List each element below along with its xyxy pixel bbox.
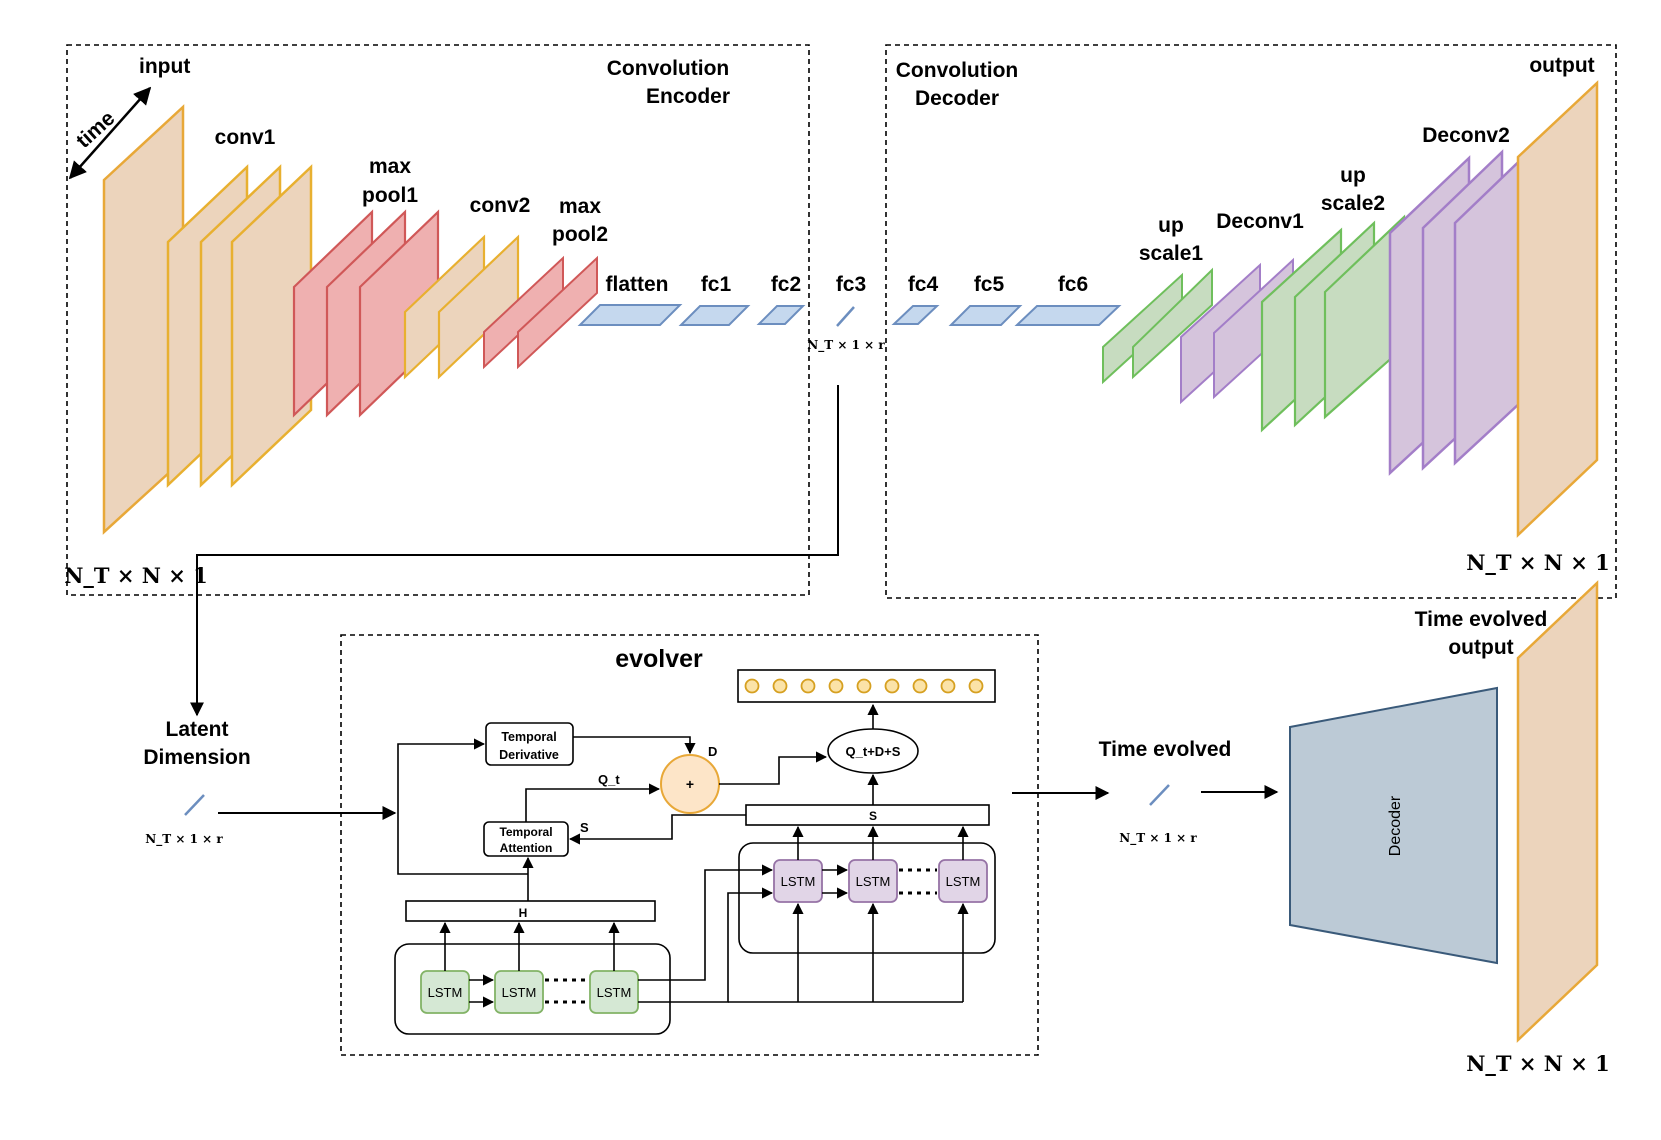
maxpool2-label-line2: pool2 [552,223,608,246]
encoder-title-line2: Encoder [646,85,730,108]
flatten-layer [577,304,683,326]
decoder-box [885,44,1617,599]
fc1-label: fc1 [701,273,732,296]
lstm-green-3-label: LSTM [597,985,632,1000]
conv2-label: conv2 [470,194,531,217]
output-dot [800,678,816,694]
output-dot [912,678,928,694]
s-bar-label: S [869,809,877,823]
fc6-layer [1014,305,1122,326]
fc6-label: fc6 [1058,273,1088,296]
lstm-purple-3-label: LSTM [946,874,981,889]
lstm-green-2-label: LSTM [502,985,537,1000]
temporal-derivative-line1: Temporal [501,730,556,744]
time-label: time [72,107,119,153]
input-label: input [139,55,190,78]
time-evolved-output-layer [1516,580,1599,1043]
fc1-layer [678,305,751,326]
temporal-derivative-line2: Derivative [499,748,559,762]
output-dot [856,678,872,694]
fc2-layer [756,305,806,325]
lstm-decoder-group [738,842,996,954]
h-bar [405,900,656,922]
fc5-label: fc5 [974,273,1005,296]
time-arrow [68,86,152,180]
maxpool1-label-line1: max [369,155,411,178]
encoder-box [66,44,810,596]
output-dimension: N_T × N × 1 [1466,550,1610,575]
decoder-title-line1: Convolution [896,59,1018,82]
temporal-attention-line1: Temporal [499,825,552,839]
flatten-label: flatten [606,273,669,296]
s-bar [745,804,990,826]
output-dot [828,678,844,694]
time-evolved-output-line2: output [1448,636,1513,659]
sum-to-qds [719,751,828,785]
conv1-slab-3 [230,164,313,488]
upscale1-label-line1: up [1158,214,1184,237]
sum-symbol: + [686,776,694,792]
time-evolved-output-line1: Time evolved [1415,608,1548,631]
fc2-label: fc2 [771,273,801,296]
fc4-layer [891,305,940,325]
upscale1-label-line2: scale1 [1139,242,1204,265]
qds-node-label: Q_t+D+S [846,744,901,759]
upscale2-label-line2: scale2 [1321,192,1385,215]
output-dot [968,678,984,694]
fc3-layer [836,306,855,327]
output-dot [744,678,760,694]
fc3-dimension: N_T × 1 × r [807,338,885,353]
fc3-label: fc3 [836,273,866,296]
upscale1-slab-2 [1132,267,1213,380]
output-dot [884,678,900,694]
time-evolved-output-dimension: N_T × N × 1 [1466,1051,1610,1076]
deconv1-label: Deconv1 [1216,210,1304,233]
upscale2-label-line1: up [1340,164,1366,187]
output-layer [1516,80,1599,538]
fc5-layer [948,305,1023,326]
latent-connector [190,385,839,717]
maxpool2-label-line1: max [559,195,601,218]
time-evolved-dimension: N_T × 1 × r [1119,831,1197,846]
output-dot [940,678,956,694]
d-label: D [708,744,717,759]
deconv2-label: Deconv2 [1422,124,1510,147]
time-evolved-vector-icon [1149,784,1170,806]
qt-label: Q_t [598,772,620,787]
conv1-label: conv1 [215,126,276,149]
latent-vector-icon [184,794,205,816]
maxpool2-slab-2 [517,255,598,370]
temporal-derivative-box [485,722,574,766]
encoder-title-line1: Convolution [607,57,729,80]
s-to-attention [568,814,746,845]
lstm-purple-1-label: LSTM [781,874,816,889]
derivative-to-sum [573,736,696,755]
input-loop-to-attention [397,813,528,875]
maxpool1-label-line2: pool1 [362,184,418,207]
green-to-purple-top [638,864,774,981]
input-dimension: N_T × N × 1 [64,563,208,588]
lstm-purple-2-label: LSTM [856,874,891,889]
decoder-title-line2: Decoder [915,87,999,110]
attention-to-sum [525,783,661,822]
time-evolved-label: Time evolved [1099,738,1232,761]
evolver-output-dots [744,678,984,694]
latent-label-line1: Latent [166,718,229,741]
latent-dimension: N_T × 1 × r [145,832,223,847]
lstm-green-1-label: LSTM [428,985,463,1000]
fc4-label: fc4 [908,273,939,296]
decoder-label: Decoder [1387,795,1404,856]
h-bar-label: H [519,906,528,920]
output-label: output [1529,54,1594,77]
input-to-derivative [397,738,486,813]
temporal-attention-line2: Attention [500,841,553,855]
green-to-purple-bottom [638,887,774,1003]
output-dot [772,678,788,694]
latent-label-line2: Dimension [143,746,250,769]
decoder-trapezoid [1289,686,1498,965]
lstm-encoder-group [394,943,671,1035]
s-label: S [580,820,589,835]
evolver-title: evolver [615,645,703,673]
